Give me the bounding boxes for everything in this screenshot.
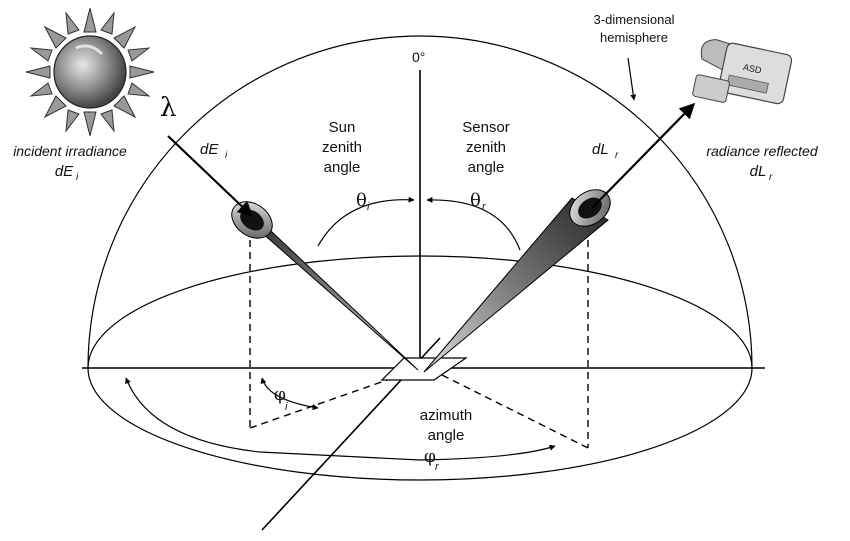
sun-zenith-line3: angle xyxy=(324,159,361,176)
sensor-zenith-line2: zenith xyxy=(466,139,506,156)
sensor-zenith-arc xyxy=(426,196,521,251)
sun-zenith-line2: zenith xyxy=(322,139,362,156)
incident-irradiance-label: incident irradiance xyxy=(13,143,127,159)
azimuth-line2: angle xyxy=(428,427,465,444)
incident-arrow xyxy=(167,135,254,218)
reflected-arrow xyxy=(591,102,696,209)
spectrometer-brand: ASD xyxy=(742,62,763,76)
phi-i-label: φ xyxy=(274,385,286,405)
radiance-reflected-label: radiance reflected xyxy=(706,143,819,159)
theta-i-label: θ xyxy=(356,190,367,211)
sun-icon xyxy=(25,7,155,137)
spectroradiometer-icon: ASD xyxy=(692,39,793,105)
sample-surface xyxy=(380,357,468,381)
sun-zenith-line1: Sun xyxy=(329,119,356,136)
azimuth-arc-phi-i xyxy=(260,377,319,411)
dLr-sub: r xyxy=(615,150,619,161)
hemisphere-pointer xyxy=(627,57,637,101)
dEi-sub: i xyxy=(225,150,228,161)
dEi-label: dE xyxy=(200,141,219,158)
sensor-zenith-line1: Sensor xyxy=(462,119,510,136)
incident-dE-label: dE xyxy=(55,163,74,180)
phi-r-label: φ xyxy=(424,447,436,467)
dLr-label: dL xyxy=(592,141,609,158)
radiance-dL-label: dL xyxy=(750,163,767,180)
hemisphere-label-line1: 3-dimensional xyxy=(594,12,675,27)
hemisphere-dome xyxy=(87,35,753,369)
phi-i-sub: i xyxy=(285,401,288,413)
incident-cone xyxy=(231,201,419,371)
theta-r-label: θ xyxy=(470,190,481,211)
incident-dE-sub: i xyxy=(76,172,79,183)
radiance-dL-sub: r xyxy=(769,172,773,183)
hemisphere-label-line2: hemisphere xyxy=(600,30,668,45)
sensor-zenith-line3: angle xyxy=(468,159,505,176)
zero-degree-label: 0° xyxy=(412,49,425,65)
azimuth-line1: azimuth xyxy=(420,407,473,424)
lambda-symbol: λ xyxy=(160,93,176,123)
azimuth-arc-phi-r xyxy=(125,377,556,461)
theta-r-sub: r xyxy=(482,201,487,213)
sun-zenith-arc xyxy=(317,196,415,247)
phi-r-sub: r xyxy=(435,461,440,473)
theta-i-sub: i xyxy=(367,201,370,213)
